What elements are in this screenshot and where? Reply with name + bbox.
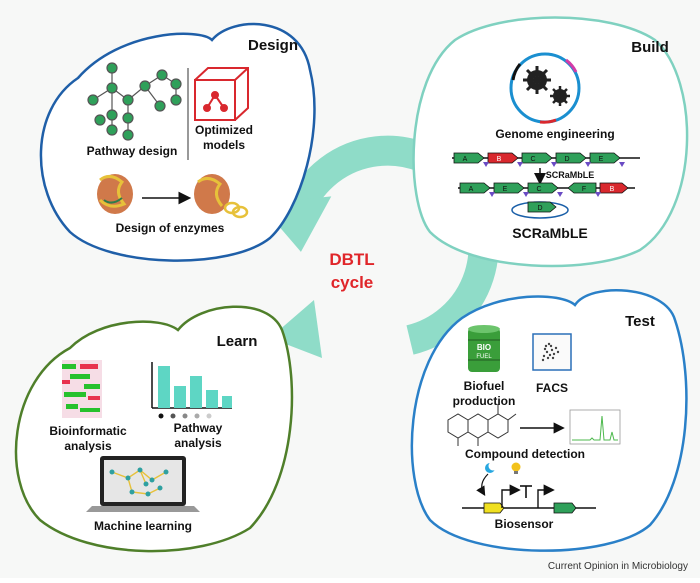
build-title: Build — [631, 39, 669, 56]
scatter-plot-icon — [532, 333, 572, 371]
protein-optimized-icon — [194, 174, 249, 219]
gene-letter: A — [469, 186, 474, 193]
gene-letter: E — [599, 156, 604, 163]
biosensor-label: Biosensor — [495, 517, 554, 531]
biofuel-label-line2: production — [453, 394, 516, 408]
cycle-title-line2: cycle — [331, 273, 374, 292]
path-label-line1: Pathway — [174, 421, 223, 435]
enzymes-label: Design of enzymes — [116, 221, 225, 235]
gene-letter: D — [537, 205, 542, 212]
credit-text: Current Opinion in Microbiology — [547, 561, 688, 572]
gene-row-1: A B C D E — [452, 152, 640, 167]
build-panel: Build Genome engineering — [412, 16, 689, 268]
model-cube-icon — [194, 67, 249, 121]
learn-title: Learn — [217, 333, 258, 350]
pathway-label: Pathway design — [87, 144, 178, 158]
bio-label-line2: analysis — [64, 439, 112, 453]
laptop-network-icon — [86, 456, 200, 512]
molecule-icon — [447, 404, 517, 446]
cycle-title-line1: DBTL — [329, 250, 374, 269]
gene-letter: D — [564, 156, 569, 163]
pathway-graph-icon — [87, 62, 182, 141]
gene-letter: B — [497, 156, 502, 163]
protein-icon — [97, 174, 133, 214]
barrel-text-2: FUEL — [476, 354, 492, 360]
barrel-icon: BIO FUEL — [468, 325, 500, 372]
biosensor-circuit — [462, 473, 596, 514]
gene-row-2: A E C F B — [458, 182, 635, 197]
compound-label: Compound detection — [465, 447, 585, 461]
model-label-line1: Optimized — [195, 123, 253, 137]
facs-label: FACS — [536, 381, 568, 395]
dna-plasmid-icon — [509, 52, 581, 124]
gene-letter: C — [536, 186, 541, 193]
scramble-big-label: SCRaMbLE — [512, 225, 587, 241]
gene-letter: C — [530, 156, 535, 163]
genome-label: Genome engineering — [495, 127, 614, 141]
chromatogram-icon — [569, 409, 621, 445]
bar-chart-icon — [151, 362, 232, 419]
moon-icon — [485, 461, 498, 473]
design-title: Design — [248, 37, 298, 54]
model-label-line2: models — [203, 138, 245, 152]
heatmap-icon — [62, 360, 102, 418]
gene-letter: B — [610, 186, 615, 193]
gears-icon — [523, 66, 570, 106]
gene-letter: F — [582, 186, 586, 193]
gene-letter: A — [463, 156, 468, 163]
bio-label-line1: Bioinformatic — [49, 424, 127, 438]
barrel-text-1: BIO — [477, 343, 491, 352]
biofuel-label-line1: Biofuel — [464, 379, 505, 393]
learn-panel: Learn Bioinformatic analysis Pathway ana — [14, 305, 294, 553]
gene-letter: E — [503, 186, 508, 193]
test-title: Test — [625, 313, 655, 330]
excised-loop: D — [511, 201, 569, 219]
design-panel: Design Optimized models Pathway — [39, 22, 316, 262]
scramble-small-label: SCRaMbLE — [546, 170, 595, 180]
path-label-line2: analysis — [174, 436, 222, 450]
ml-label: Machine learning — [94, 519, 192, 533]
bulb-icon — [511, 462, 521, 474]
test-panel: Test BIO FUEL Biofuel production FACS — [410, 288, 688, 552]
